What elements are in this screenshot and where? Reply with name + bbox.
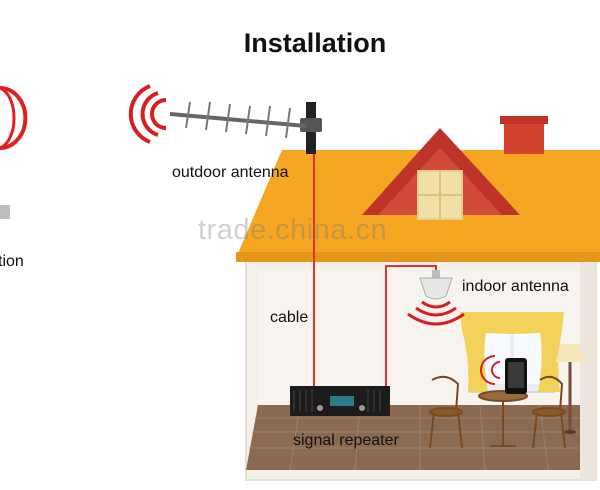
phone-signal-waves-icon — [480, 355, 501, 385]
ceiling-antenna-icon — [419, 270, 453, 300]
chimney — [504, 120, 544, 154]
cropped-left-label: tion — [0, 253, 24, 270]
roof-eave — [236, 252, 600, 262]
curtain-right — [538, 330, 562, 392]
house — [236, 116, 600, 481]
signal-repeater-label: signal repeater — [293, 432, 399, 449]
yagi-antenna-icon — [169, 101, 322, 154]
indoor-antenna-label: indoor antenna — [462, 278, 569, 295]
curtain-valance — [460, 312, 564, 334]
room-floor — [246, 405, 596, 470]
indoor-signal-waves-icon — [407, 300, 465, 326]
outdoor-antenna-label: outdoor antenna — [172, 164, 289, 181]
floor-lamp — [556, 344, 584, 434]
watermark: trade.china.cn — [198, 214, 388, 246]
cable-label: cable — [270, 309, 309, 326]
antenna-signal-waves-icon — [128, 84, 167, 144]
mobile-phone-icon — [505, 358, 527, 394]
cropped-left-device — [0, 86, 28, 219]
furniture — [429, 375, 566, 449]
page-title: Installation — [243, 28, 387, 58]
repeater-device-icon — [290, 386, 390, 416]
